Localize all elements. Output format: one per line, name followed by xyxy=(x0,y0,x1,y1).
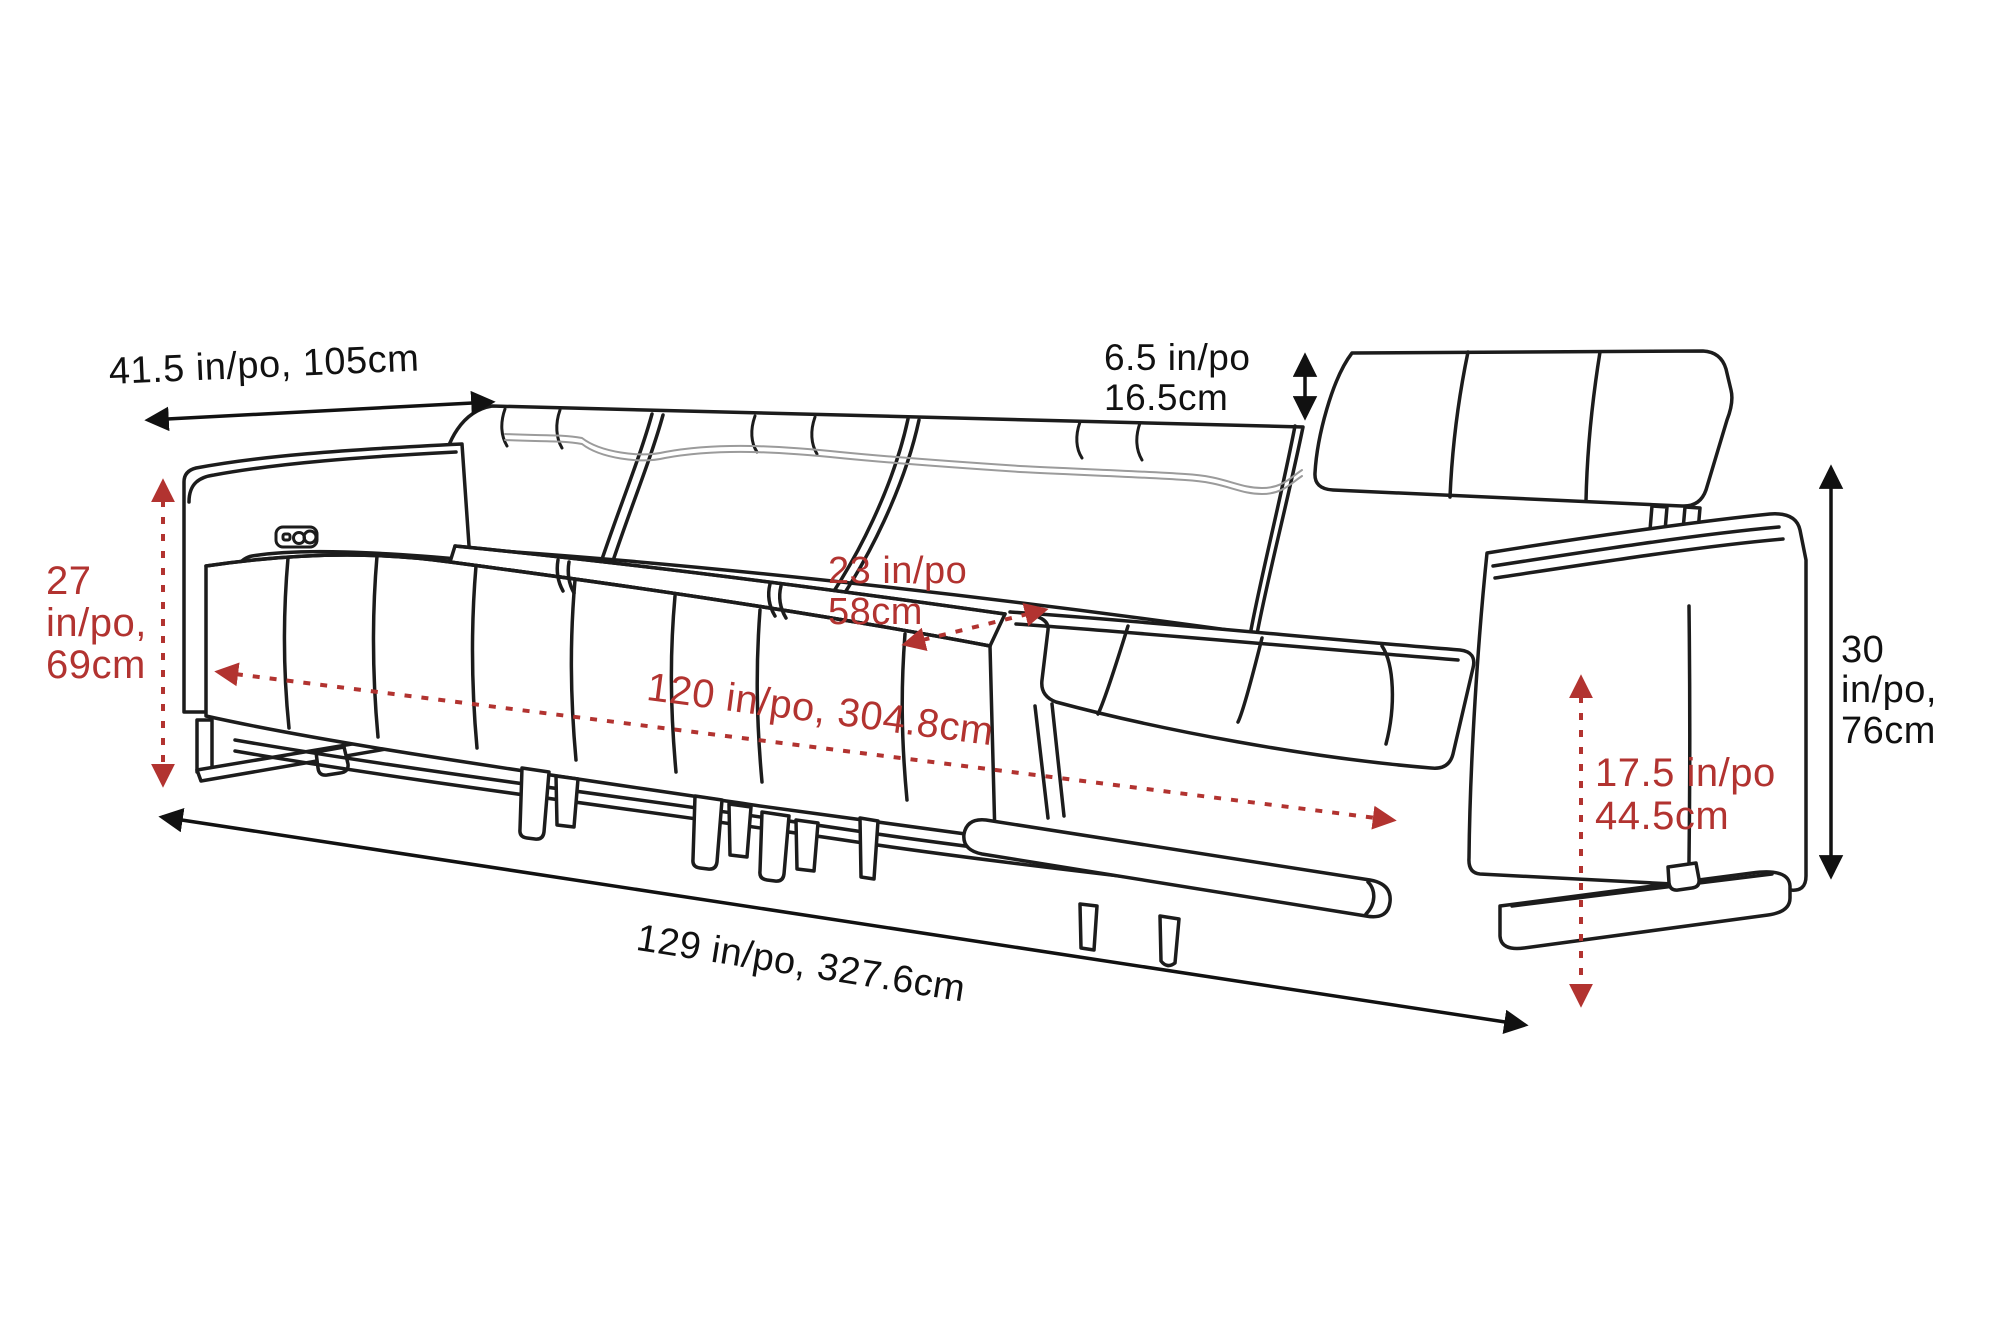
dim-arrow-seat-depth xyxy=(901,602,1049,652)
dim-arrow-overall-width xyxy=(158,808,1529,1034)
recline-control-panel-icon xyxy=(274,525,319,549)
stitch-line xyxy=(504,433,1303,495)
sofa-raised-headrest xyxy=(1313,349,1734,533)
label-arm-height: 30 in/po, 76cm xyxy=(1841,629,1937,752)
sofa-right-arm xyxy=(1467,512,1808,951)
label-headrest-raise: 6.5 in/po 16.5cm xyxy=(1104,337,1251,418)
label-back-height: 27 in/po, 69cm xyxy=(46,559,147,687)
label-seat-front-height: 17.5 in/po 44.5cm xyxy=(1595,751,1776,839)
dim-arrow-sofa-depth xyxy=(144,390,496,432)
label-seat-depth: 23 in/po 58cm xyxy=(828,550,968,634)
